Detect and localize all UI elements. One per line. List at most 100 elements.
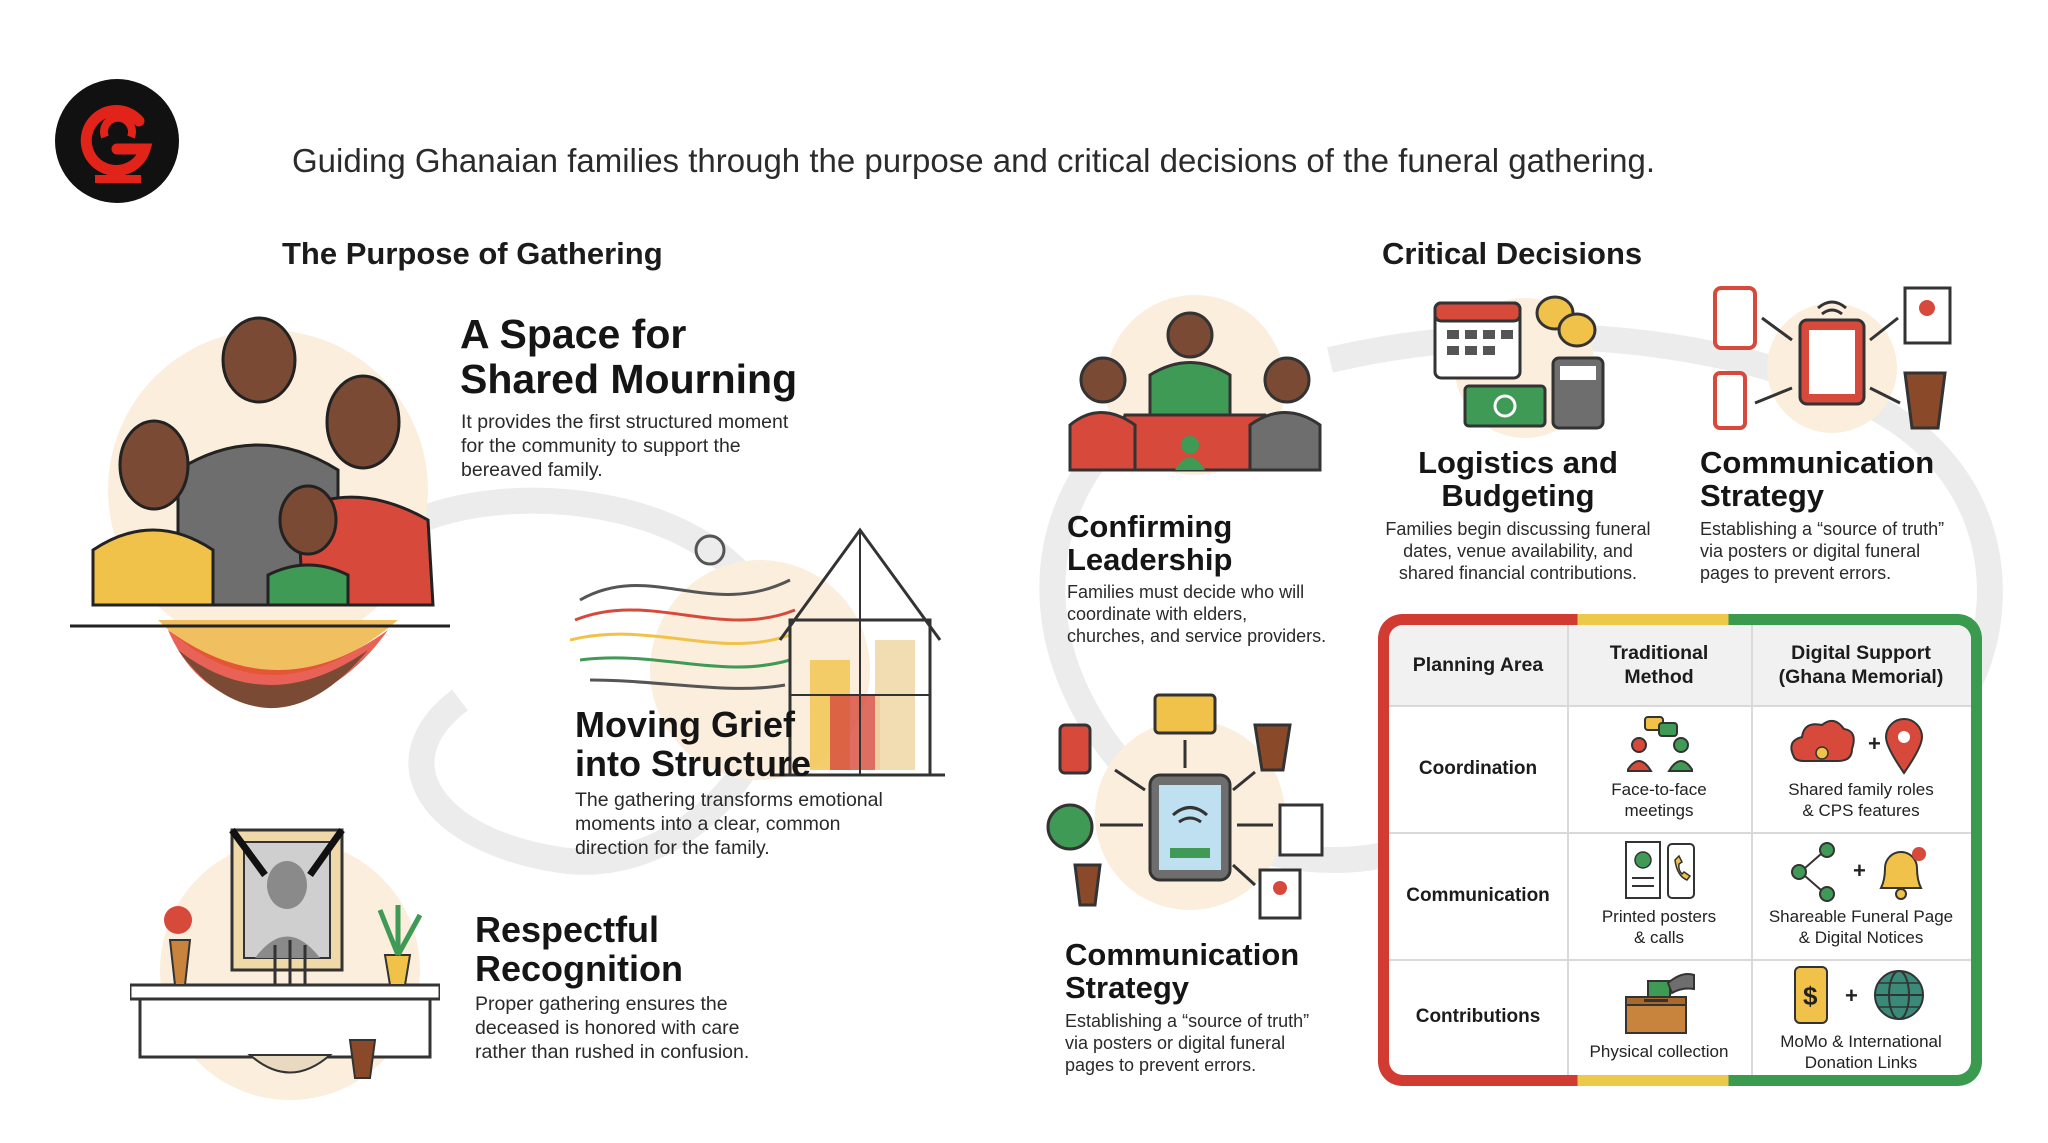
- table-row-label-communication: Communication: [1406, 884, 1550, 906]
- wind-to-house-icon: [570, 527, 945, 780]
- purpose-item-3-title: Respectful Recognition: [475, 910, 683, 988]
- desc-line: via posters or digital funeral: [1065, 1033, 1286, 1053]
- header-line: Planning Area: [1412, 654, 1544, 676]
- table-cell-digital: $ + MoMo & International Donation Links: [1751, 959, 1971, 1075]
- title-line: Recognition: [475, 948, 683, 989]
- table-divider: [1567, 625, 1569, 1075]
- cell-caption: Shareable Funeral Page & Digital Notices: [1751, 906, 1971, 948]
- table-row-label-contributions: Contributions: [1415, 1006, 1541, 1027]
- desc-line: via posters or digital funeral: [1700, 541, 1921, 561]
- svg-text:+: +: [1845, 983, 1858, 1008]
- title-line: Budgeting: [1441, 478, 1595, 513]
- title-line: Communication: [1065, 937, 1300, 972]
- section-title-decisions: Critical Decisions: [1382, 236, 1643, 271]
- desc-line: deceased is honored with care: [475, 1017, 740, 1039]
- table-cell-traditional: Printed posters & calls: [1567, 832, 1751, 959]
- cell-caption: Physical collection: [1567, 1041, 1751, 1062]
- title-line: Respectful: [475, 909, 660, 950]
- table-cell-traditional: Physical collection: [1567, 959, 1751, 1075]
- table-divider: [1751, 625, 1753, 1075]
- table-header-area: Planning Area: [1389, 625, 1567, 705]
- poster-phone-icon: [1625, 841, 1695, 899]
- section-title-purpose: The Purpose of Gathering: [282, 236, 663, 271]
- calendar-money-icon: [1433, 295, 1605, 438]
- desc-line: Families begin discussing funeral: [1385, 519, 1651, 539]
- caption-line: & CPS features: [1802, 801, 1920, 820]
- table-header-traditional: Traditional Method: [1567, 625, 1751, 705]
- desc-line: It provides the first structured moment: [461, 411, 789, 433]
- decision-item-3-desc: Establishing a “source of truth” via pos…: [1700, 518, 2020, 584]
- caption-line: MoMo & International: [1780, 1032, 1942, 1051]
- header-line: (Ghana Memorial): [1778, 666, 1944, 688]
- caption-line: meetings: [1624, 801, 1694, 820]
- caption-line: & Digital Notices: [1798, 928, 1924, 947]
- decision-item-1-title: Confirming Leadership: [1067, 510, 1232, 576]
- device-network-icon: [1713, 286, 1952, 433]
- tablet-broadcast-icon: [1046, 693, 1324, 920]
- purpose-item-3-desc: Proper gathering ensures the deceased is…: [475, 992, 875, 1064]
- table-cell-digital: + Shared family roles & CPS features: [1751, 705, 1971, 832]
- cell-caption: Face-to-face meetings: [1567, 779, 1751, 821]
- title-line: Leadership: [1067, 542, 1233, 577]
- title-line: into Structure: [575, 743, 812, 784]
- header-line: Digital Support: [1791, 642, 1931, 664]
- share-bell-icon: +: [1791, 842, 1926, 902]
- table-divider: [1389, 705, 1971, 707]
- title-line: Confirming: [1067, 509, 1233, 544]
- title-line: Strategy: [1065, 970, 1190, 1005]
- desc-line: bereaved family.: [461, 459, 603, 481]
- people-chat-icon: [1627, 716, 1693, 772]
- decision-item-4-title: Communication Strategy: [1065, 938, 1299, 1004]
- title-line: Logistics and: [1418, 445, 1618, 480]
- desc-line: Proper gathering ensures the: [475, 993, 728, 1015]
- mobile-money-globe-icon: $ +: [1794, 966, 1924, 1024]
- title-line: Strategy: [1700, 478, 1825, 513]
- cell-caption: Shared family roles & CPS features: [1751, 779, 1971, 821]
- table-inner: Planning Area Traditional Method Digital…: [1389, 625, 1971, 1075]
- title-line: A Space for: [460, 311, 687, 357]
- decision-item-2-desc: Families begin discussing funeral dates,…: [1363, 518, 1673, 584]
- purpose-item-1-title: A Space for Shared Mourning: [460, 312, 797, 402]
- desc-line: shared financial contributions.: [1398, 563, 1638, 583]
- table-row-label-coordination: Coordination: [1418, 757, 1538, 779]
- desc-line: Establishing a “source of truth”: [1065, 1011, 1310, 1031]
- purpose-item-2-title: Moving Grief into Structure: [575, 705, 811, 783]
- desc-line: The gathering transforms emotional: [575, 789, 883, 811]
- family-embrace-icon: [70, 316, 450, 709]
- decision-item-2-title: Logistics and Budgeting: [1368, 446, 1668, 512]
- donation-box-icon: [1625, 973, 1695, 1034]
- purpose-item-2-desc: The gathering transforms emotional momen…: [575, 788, 975, 860]
- table-divider: [1389, 832, 1971, 834]
- svg-text:+: +: [1868, 731, 1881, 756]
- title-line: Moving Grief: [575, 704, 796, 745]
- table-header-digital: Digital Support (Ghana Memorial): [1751, 625, 1971, 705]
- svg-text:$: $: [1803, 981, 1818, 1011]
- decision-item-1-desc: Families must decide who will coordinate…: [1067, 581, 1367, 647]
- caption-line: Donation Links: [1804, 1053, 1918, 1072]
- caption-line: Shareable Funeral Page: [1768, 907, 1954, 926]
- table-cell-traditional: Face-to-face meetings: [1567, 705, 1751, 832]
- header-line: Method: [1624, 666, 1694, 688]
- cell-caption: MoMo & International Donation Links: [1751, 1031, 1971, 1073]
- ghana-memorial-logo-icon[interactable]: [55, 79, 179, 203]
- desc-line: Families must decide who will: [1067, 582, 1305, 602]
- family-meeting-icon: [1068, 295, 1322, 475]
- desc-line: for the community to support the: [461, 435, 741, 457]
- cell-caption: Printed posters & calls: [1567, 906, 1751, 948]
- desc-line: pages to prevent errors.: [1700, 563, 1892, 583]
- desc-line: coordinate with elders,: [1067, 604, 1248, 624]
- desc-line: Establishing a “source of truth”: [1700, 519, 1945, 539]
- caption-line: Printed posters: [1601, 907, 1717, 926]
- desc-line: direction for the family.: [575, 837, 770, 859]
- caption-line: Physical collection: [1589, 1042, 1729, 1061]
- purpose-item-1-desc: It provides the first structured moment …: [461, 410, 861, 482]
- desc-line: rather than rushed in confusion.: [475, 1041, 750, 1063]
- table-divider: [1389, 959, 1971, 961]
- caption-line: Shared family roles: [1788, 780, 1934, 799]
- caption-line: & calls: [1633, 928, 1685, 947]
- table-cell-digital: + Shareable Funeral Page & Digital Notic…: [1751, 832, 1971, 959]
- desc-line: pages to prevent errors.: [1065, 1055, 1257, 1075]
- desc-line: moments into a clear, common: [575, 813, 841, 835]
- title-line: Shared Mourning: [460, 356, 798, 402]
- title-line: Communication: [1700, 445, 1935, 480]
